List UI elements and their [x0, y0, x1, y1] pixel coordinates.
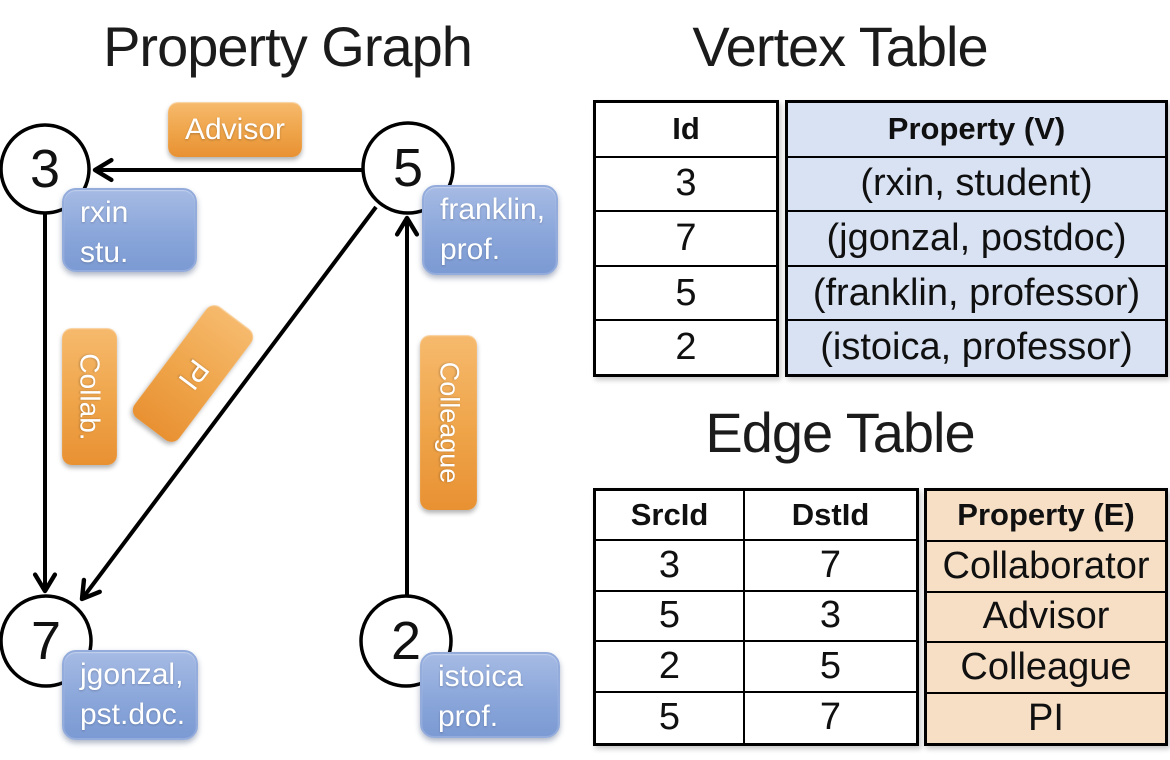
edge-table-dst-header: DstId: [745, 491, 916, 542]
property-graph-title: Property Graph: [103, 15, 473, 78]
vertex-table-id-cell: 7: [596, 212, 776, 267]
vertex-prop-box-3: rxin stu.: [62, 188, 197, 272]
vertex-prop-box-5-line1: franklin,: [440, 193, 546, 226]
vertex-table-property-cell: (franklin, professor): [788, 267, 1165, 322]
vertex-table-property-column: Property (V) (rxin, student) (jgonzal, p…: [785, 100, 1168, 377]
vertex-table-property-cell: (jgonzal, postdoc): [788, 212, 1165, 267]
edge-label-pi-text: PI: [171, 352, 216, 396]
vertex-table-id-column: Id 3 7 5 2: [593, 100, 779, 377]
vertex-prop-box-5: franklin, prof.: [422, 185, 558, 275]
edge-table-property-cell: Advisor: [927, 593, 1165, 644]
edge-label-advisor: Advisor: [168, 102, 302, 157]
edge-table: SrcId DstId 3 7 5 3 2 5 5 7 Property (E)…: [593, 488, 1168, 746]
vertex-table-property-cell: (rxin, student): [788, 158, 1165, 213]
vertex-prop-box-7-line1: jgonzal,: [80, 658, 184, 691]
vertex-table-id-cell: 5: [596, 267, 776, 322]
vertex-id-5: 5: [392, 138, 424, 198]
vertex-table-property-header: Property (V): [788, 103, 1165, 158]
edge-table-src-dst-columns: SrcId DstId 3 7 5 3 2 5 5 7: [593, 488, 919, 746]
edge-table-src-cell: 5: [596, 591, 745, 643]
vertex-prop-box-3-line1: rxin: [80, 196, 129, 229]
vertex-id-3: 3: [29, 139, 61, 199]
edge-label-collab: Collab.: [62, 328, 117, 465]
edge-label-advisor-text: Advisor: [184, 112, 286, 146]
edge-table-property-header: Property (E): [927, 491, 1165, 542]
edge-arrow-5-to-7: [79, 205, 378, 602]
vertex-table-id-header: Id: [596, 103, 776, 158]
vertex-prop-box-2-line1: istoica: [438, 660, 524, 693]
vertex-prop-box-7-line2: pst.doc.: [80, 698, 186, 731]
edge-table-property-cell: Collaborator: [927, 542, 1165, 593]
vertex-prop-box-2-line2: prof.: [438, 700, 499, 733]
edge-table-dst-cell: 7: [745, 541, 916, 592]
edge-table-property-column: Property (E) Collaborator Advisor Collea…: [924, 488, 1168, 746]
edge-table-src-header: SrcId: [596, 491, 745, 542]
edge-table-src-cell: 3: [596, 541, 745, 592]
edge-label-colleague: Colleague: [420, 335, 477, 510]
vertex-prop-box-3-line2: stu.: [80, 236, 129, 269]
vertex-prop-box-5-line2: prof.: [440, 233, 501, 266]
edge-table-title: Edge Table: [705, 401, 975, 464]
vertex-prop-box-7: jgonzal, pst.doc.: [62, 650, 198, 740]
vertex-table: Id 3 7 5 2 Property (V) (rxin, student) …: [593, 100, 1168, 377]
edge-table-dst-cell: 7: [819, 696, 842, 739]
edge-table-src-cell: 2: [596, 642, 745, 693]
edge-table-dst-cell: 3: [745, 592, 916, 643]
edge-table-src-cell: 5: [596, 692, 745, 743]
vertex-id-7: 7: [30, 611, 62, 671]
vertex-table-id-cell: 2: [675, 326, 697, 369]
vertex-table-title: Vertex Table: [692, 15, 988, 78]
edge-label-collab-text: Collab.: [74, 352, 106, 441]
edge-table-dst-cell: 5: [745, 642, 916, 693]
vertex-prop-box-2: istoica prof.: [420, 652, 560, 738]
edge-table-property-cell: Colleague: [927, 643, 1165, 695]
edge-table-property-cell: PI: [1028, 697, 1064, 740]
vertex-id-2: 2: [390, 611, 422, 671]
vertex-table-property-cell: (istoica, professor): [820, 326, 1133, 369]
vertex-table-id-cell: 3: [596, 158, 776, 213]
edge-label-colleague-text: Colleague: [434, 361, 464, 484]
